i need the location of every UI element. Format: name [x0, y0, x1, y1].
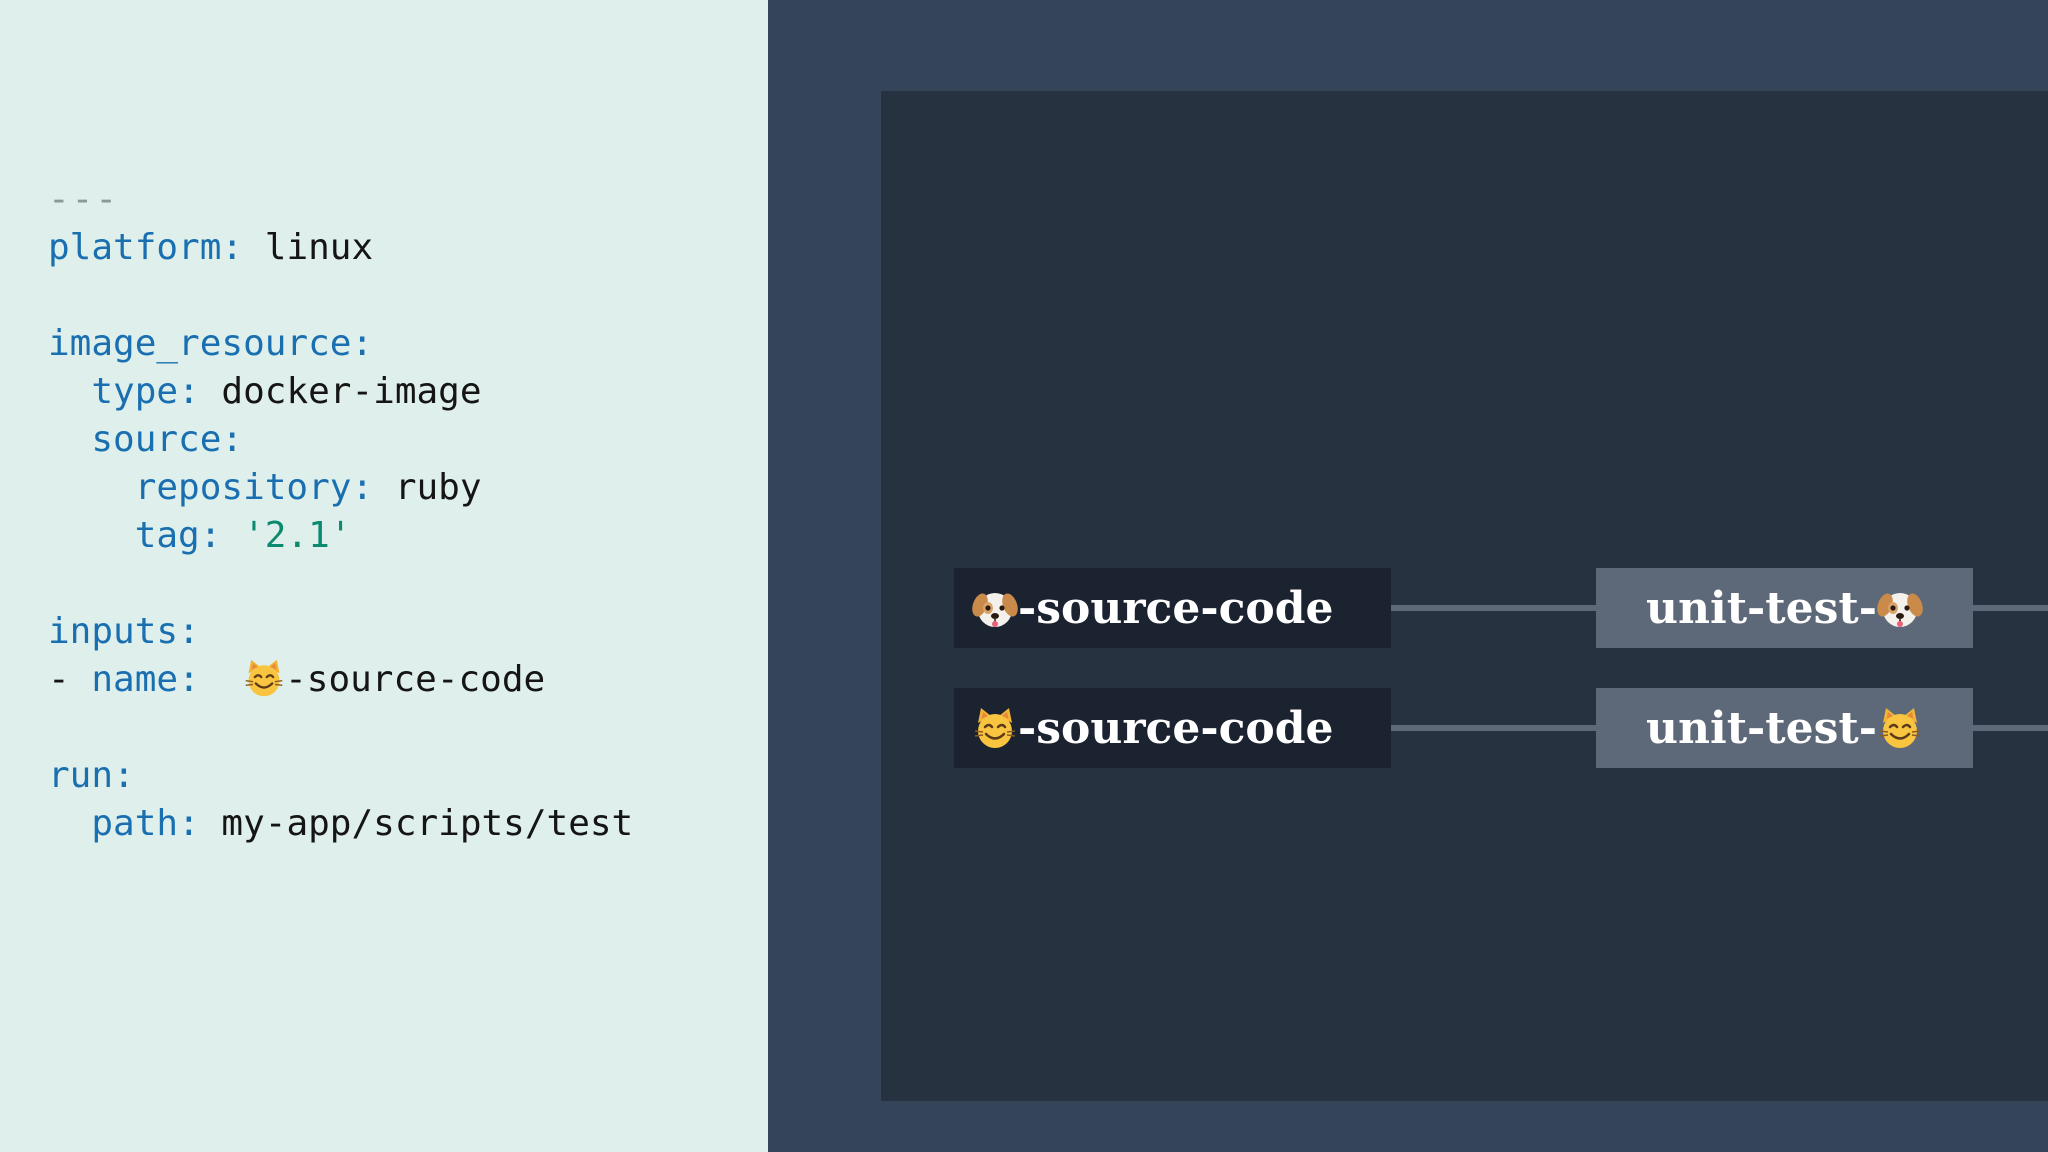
type-value: docker-image — [221, 371, 482, 412]
resource-label: -source-code — [1018, 582, 1334, 634]
code-line-tag: tag: '2.1' — [48, 512, 633, 560]
platform-value: linux — [264, 227, 374, 268]
run-key: run: — [48, 755, 135, 796]
path-value: my-app/scripts/test — [221, 803, 634, 844]
tag-value: '2.1' — [243, 515, 352, 556]
code-line-platform: platform: linux — [48, 224, 633, 272]
connector-cat-resource-to-job — [1391, 725, 1596, 731]
code-line-source: source: — [48, 416, 633, 464]
connector-cat-job-out — [1973, 725, 2048, 731]
inputs-key: inputs: — [48, 611, 200, 652]
code-blank-line — [48, 704, 633, 752]
pipeline-panel: -source-code -source-code unit-test- uni… — [768, 0, 2048, 1152]
doc-start-marker: --- — [48, 179, 120, 220]
cat-face-icon — [1879, 708, 1921, 748]
resource-label: -source-code — [1018, 702, 1334, 754]
code-line-path: path: my-app/scripts/test — [48, 800, 633, 848]
path-key: path: — [91, 803, 200, 844]
connector-dog-resource-to-job — [1391, 605, 1596, 611]
code-line-run: run: — [48, 752, 633, 800]
source-key: source: — [91, 419, 244, 460]
code-line-type: type: docker-image — [48, 368, 633, 416]
job-unit-test-dog[interactable]: unit-test- — [1596, 568, 1973, 648]
name-value: -source-code — [285, 659, 546, 700]
dog-face-icon — [1877, 593, 1923, 627]
repository-key: repository: — [134, 467, 374, 508]
dog-face-icon — [972, 593, 1018, 627]
job-label: unit-test- — [1646, 582, 1877, 634]
code-line-image-resource: image_resource: — [48, 320, 633, 368]
connector-dog-job-out — [1973, 605, 2048, 611]
code-line-inputs: inputs: — [48, 608, 633, 656]
pipeline-canvas[interactable]: -source-code -source-code unit-test- uni… — [881, 91, 2048, 1101]
resource-cat-source-code[interactable]: -source-code — [954, 688, 1391, 768]
repository-value: ruby — [394, 467, 482, 508]
cat-face-icon — [974, 708, 1016, 748]
platform-key: platform: — [48, 227, 244, 268]
code-line-repository: repository: ruby — [48, 464, 633, 512]
type-key: type: — [91, 371, 200, 412]
code-line-doc-start: --- — [48, 176, 633, 224]
name-key: name: — [91, 659, 200, 700]
tag-key: tag: — [134, 515, 222, 556]
code-blank-line — [48, 272, 633, 320]
list-dash: - — [48, 659, 70, 700]
job-unit-test-cat[interactable]: unit-test- — [1596, 688, 1973, 768]
job-label: unit-test- — [1646, 702, 1877, 754]
code-blank-line — [48, 560, 633, 608]
image-resource-key: image_resource: — [48, 323, 374, 364]
code-line-input-name: - name: -source-code — [48, 656, 633, 704]
cat-face-icon — [245, 659, 283, 697]
resource-dog-source-code[interactable]: -source-code — [954, 568, 1391, 648]
